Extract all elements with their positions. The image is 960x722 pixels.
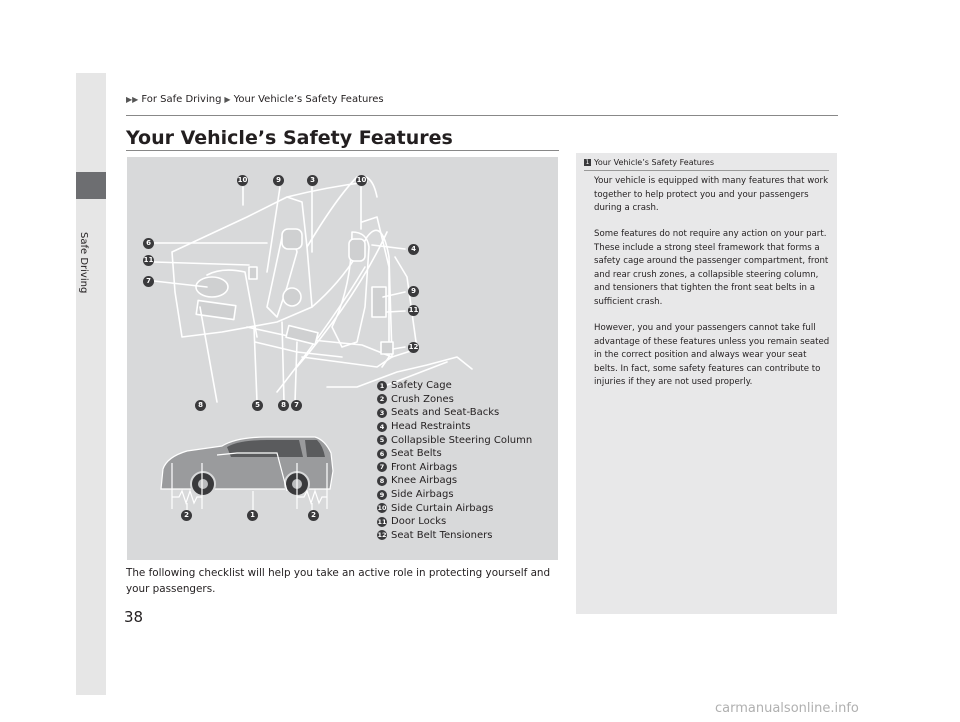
callout-11: 11 — [143, 255, 154, 266]
sidebar-note-paragraph: However, you and your passengers cannot … — [594, 323, 830, 388]
sidebar-note-paragraph: Some features do not require any action … — [594, 229, 829, 307]
breadcrumb-item[interactable]: For Safe Driving — [141, 94, 222, 105]
page-title: Your Vehicle’s Safety Features — [126, 127, 453, 149]
sidebar-note: 1 Your Vehicle’s Safety Features Your ve… — [576, 153, 837, 614]
header-rule — [126, 115, 838, 116]
callout-2: 2 — [308, 510, 319, 521]
callout-9: 9 — [408, 286, 419, 297]
callout-8: 8 — [195, 400, 206, 411]
callout-10: 10 — [356, 175, 367, 186]
breadcrumb-item[interactable]: Your Vehicle’s Safety Features — [233, 94, 384, 105]
callout-7: 7 — [143, 276, 154, 287]
breadcrumb: ▶▶ For Safe Driving ▶ Your Vehicle’s Saf… — [126, 94, 384, 105]
title-rule — [126, 150, 559, 151]
callout-4: 4 — [408, 244, 419, 255]
callout-3: 3 — [307, 175, 318, 186]
note-number-icon: 1 — [584, 159, 591, 166]
callout-11: 11 — [408, 305, 419, 316]
sidebar-note-paragraph: Your vehicle is equipped with many featu… — [594, 176, 829, 214]
callout-6: 6 — [143, 238, 154, 249]
breadcrumb-arrow-icon: ▶▶ — [126, 95, 139, 104]
body-paragraph: The following checklist will help you ta… — [126, 567, 551, 595]
chapter-tab — [76, 73, 106, 695]
callout-1: 1 — [247, 510, 258, 521]
callout-9: 9 — [273, 175, 284, 186]
sidebar-note-rule — [584, 170, 829, 171]
callout-8: 8 — [278, 400, 289, 411]
callout-5: 5 — [252, 400, 263, 411]
callout-10: 10 — [237, 175, 248, 186]
watermark: carmanualsonline.info — [715, 701, 859, 716]
sidebar-note-heading: 1 Your Vehicle’s Safety Features — [584, 158, 715, 167]
callout-7: 7 — [291, 400, 302, 411]
chapter-tab-label: Safe Driving — [78, 232, 89, 294]
page-number: 38 — [124, 608, 144, 626]
callout-12: 12 — [408, 342, 419, 353]
chapter-tab-marker — [76, 172, 106, 199]
breadcrumb-arrow-icon: ▶ — [224, 95, 231, 104]
callout-2: 2 — [181, 510, 192, 521]
safety-features-figure: 10 9 3 10 6 11 7 4 9 11 12 8 5 8 7 2 1 2… — [127, 157, 558, 560]
